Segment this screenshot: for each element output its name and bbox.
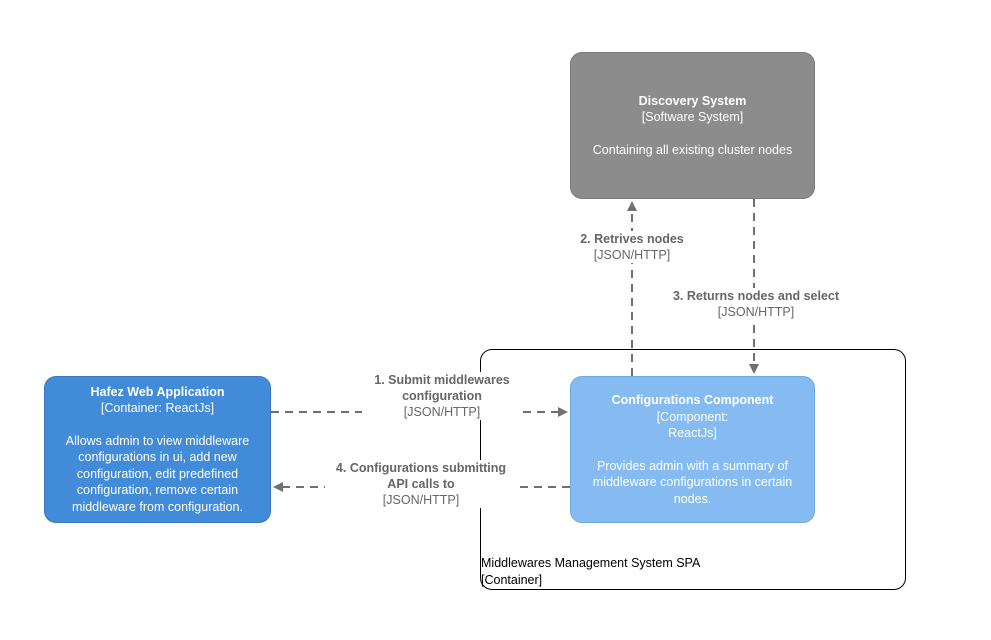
config-component-type-line: [Component:: [656, 409, 729, 424]
boundary-name: Middlewares Management System SPA: [481, 556, 701, 570]
edge-2-label: 2. Retrives nodes [JSON/HTTP]: [562, 231, 702, 263]
edge-1-label: 1. Submit middlewares configuration [JSO…: [362, 372, 522, 420]
edge-4-title-line: 4. Configurations submitting: [335, 461, 507, 475]
webapp-description-line: configurations in ui, add new: [78, 450, 237, 465]
config-component-description-line: Provides admin with a summary of: [596, 458, 789, 473]
webapp-description-line: configuration, edit predefined: [76, 466, 239, 481]
edge-4-tech: [JSON/HTTP]: [382, 493, 460, 507]
config-component-description-line: middleware configurations in certain: [592, 475, 793, 489]
config-component-type-line: ReactJs]: [668, 426, 717, 440]
webapp-title: Hafez Web Application: [90, 384, 225, 399]
container-boundary-label: Middlewares Management System SPA [Conta…: [481, 555, 700, 589]
webapp-type: [Container: ReactJs]: [100, 401, 215, 416]
edge-3-title-line: 3. Returns nodes and select: [672, 289, 840, 303]
webapp-description-line: middleware from configuration.: [72, 499, 243, 514]
edge-1-title-line: 1. Submit middlewares: [374, 373, 510, 387]
webapp-description-line: Allows admin to view middleware: [65, 433, 250, 448]
edge-1-tech: [JSON/HTTP]: [403, 405, 481, 419]
edge-1-title-line: configuration: [402, 389, 482, 403]
discovery-description: Containing all existing cluster nodes: [592, 142, 793, 157]
edge-2-title-line: 2. Retrives nodes: [580, 232, 684, 246]
config-component-title: Configurations Component: [611, 393, 774, 407]
edge-4-title-line: API calls to: [387, 477, 455, 491]
hafez-web-application-node[interactable]: Hafez Web Application [Container: ReactJ…: [44, 376, 271, 523]
edge-2-tech: [JSON/HTTP]: [593, 248, 671, 262]
edge-3-tech: [JSON/HTTP]: [717, 305, 795, 319]
discovery-system-node[interactable]: Discovery System [Software System] Conta…: [570, 52, 815, 199]
webapp-description-line: configuration, remove certain: [76, 483, 239, 498]
configurations-component-node[interactable]: Configurations Component [Component: Rea…: [570, 376, 815, 523]
edge-4-label: 4. Configurations submitting API calls t…: [325, 460, 517, 508]
boundary-type: [Container]: [481, 573, 543, 587]
edge-3-label: 3. Returns nodes and select [JSON/HTTP]: [659, 288, 853, 320]
config-component-description-line: nodes.: [673, 491, 712, 506]
discovery-title: Discovery System: [638, 93, 747, 108]
discovery-type: [Software System]: [641, 110, 744, 125]
